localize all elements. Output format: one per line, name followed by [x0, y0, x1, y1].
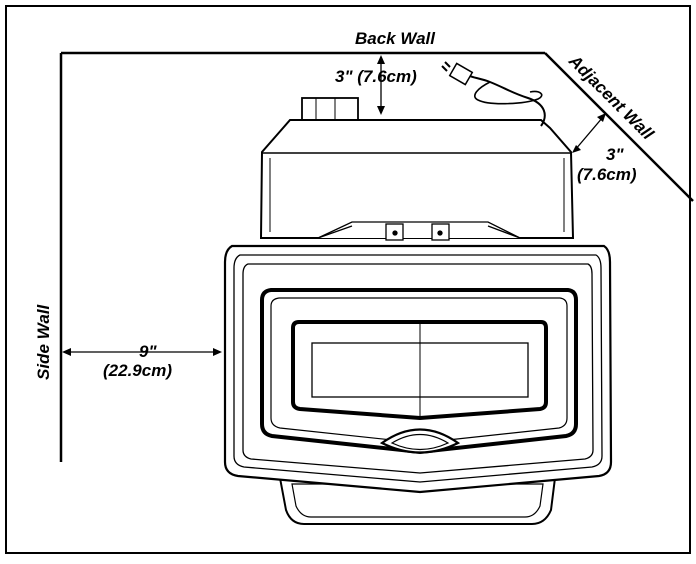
- stove-top-view: [223, 61, 613, 525]
- back-clearance-text: 3" (7.6cm): [335, 67, 417, 86]
- dimension-back: 3" (7.6cm): [335, 55, 417, 115]
- door-handle: [379, 428, 461, 454]
- walls: [59, 51, 694, 462]
- power-cord: [441, 61, 546, 127]
- stove-pedestal: [278, 477, 557, 525]
- dimension-adjacent: 3" (7.6cm): [572, 113, 637, 184]
- dimension-side: 9" (22.9cm): [62, 342, 222, 380]
- adjacent-wall-line: [544, 52, 694, 202]
- adjacent-clearance-cm: (7.6cm): [577, 165, 637, 184]
- adjacent-clearance-inches: 3": [606, 145, 624, 164]
- side-wall-label: Side Wall: [34, 303, 53, 380]
- side-clearance-cm: (22.9cm): [103, 361, 172, 380]
- side-clearance-inches: 9": [139, 342, 157, 361]
- rear-body: [259, 119, 575, 239]
- vent-collar: [301, 97, 359, 121]
- hinge-area: [317, 221, 521, 241]
- back-wall-label: Back Wall: [355, 29, 436, 48]
